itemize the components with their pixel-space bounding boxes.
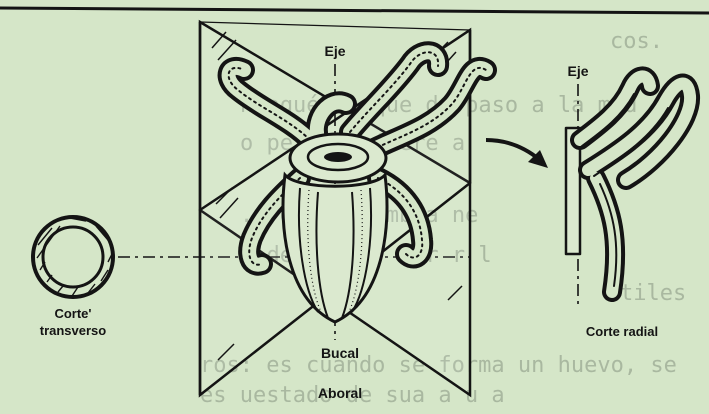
radial-axis-label: Eje bbox=[567, 63, 588, 79]
bg-text-line: tiles bbox=[620, 281, 686, 306]
arrow-icon bbox=[486, 140, 548, 168]
bucal-label: Bucal bbox=[321, 345, 359, 361]
radial-section-label: Corte radial bbox=[586, 324, 658, 339]
transverse-label-line2: transverso bbox=[40, 323, 107, 338]
transverse-section-ring bbox=[33, 217, 113, 297]
top-rule bbox=[0, 8, 709, 13]
aboral-label: Aboral bbox=[318, 385, 362, 401]
bg-text-line: cos. bbox=[610, 29, 663, 54]
transverse-label-line1: Corte' bbox=[54, 306, 91, 321]
oral-disc bbox=[290, 134, 386, 182]
main-axis-label: Eje bbox=[324, 43, 345, 59]
